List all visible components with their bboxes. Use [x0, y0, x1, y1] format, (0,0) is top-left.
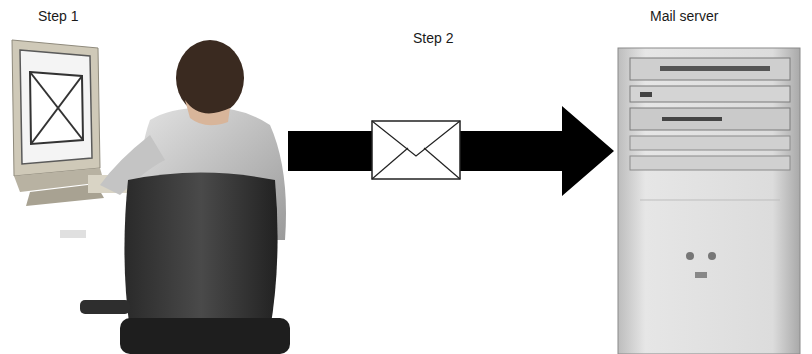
person-illustration: [60, 40, 290, 354]
block-arrow: [288, 106, 614, 196]
computer-user-node: Step 1: [10, 5, 288, 354]
step-label: Step 2: [413, 30, 453, 46]
envelope-icon: [372, 121, 460, 179]
node-label: Mail server: [650, 8, 804, 24]
node-label: Step 1: [38, 8, 288, 24]
mail-server-node: Mail server: [614, 5, 804, 354]
server-tower-illustration: [618, 48, 800, 354]
